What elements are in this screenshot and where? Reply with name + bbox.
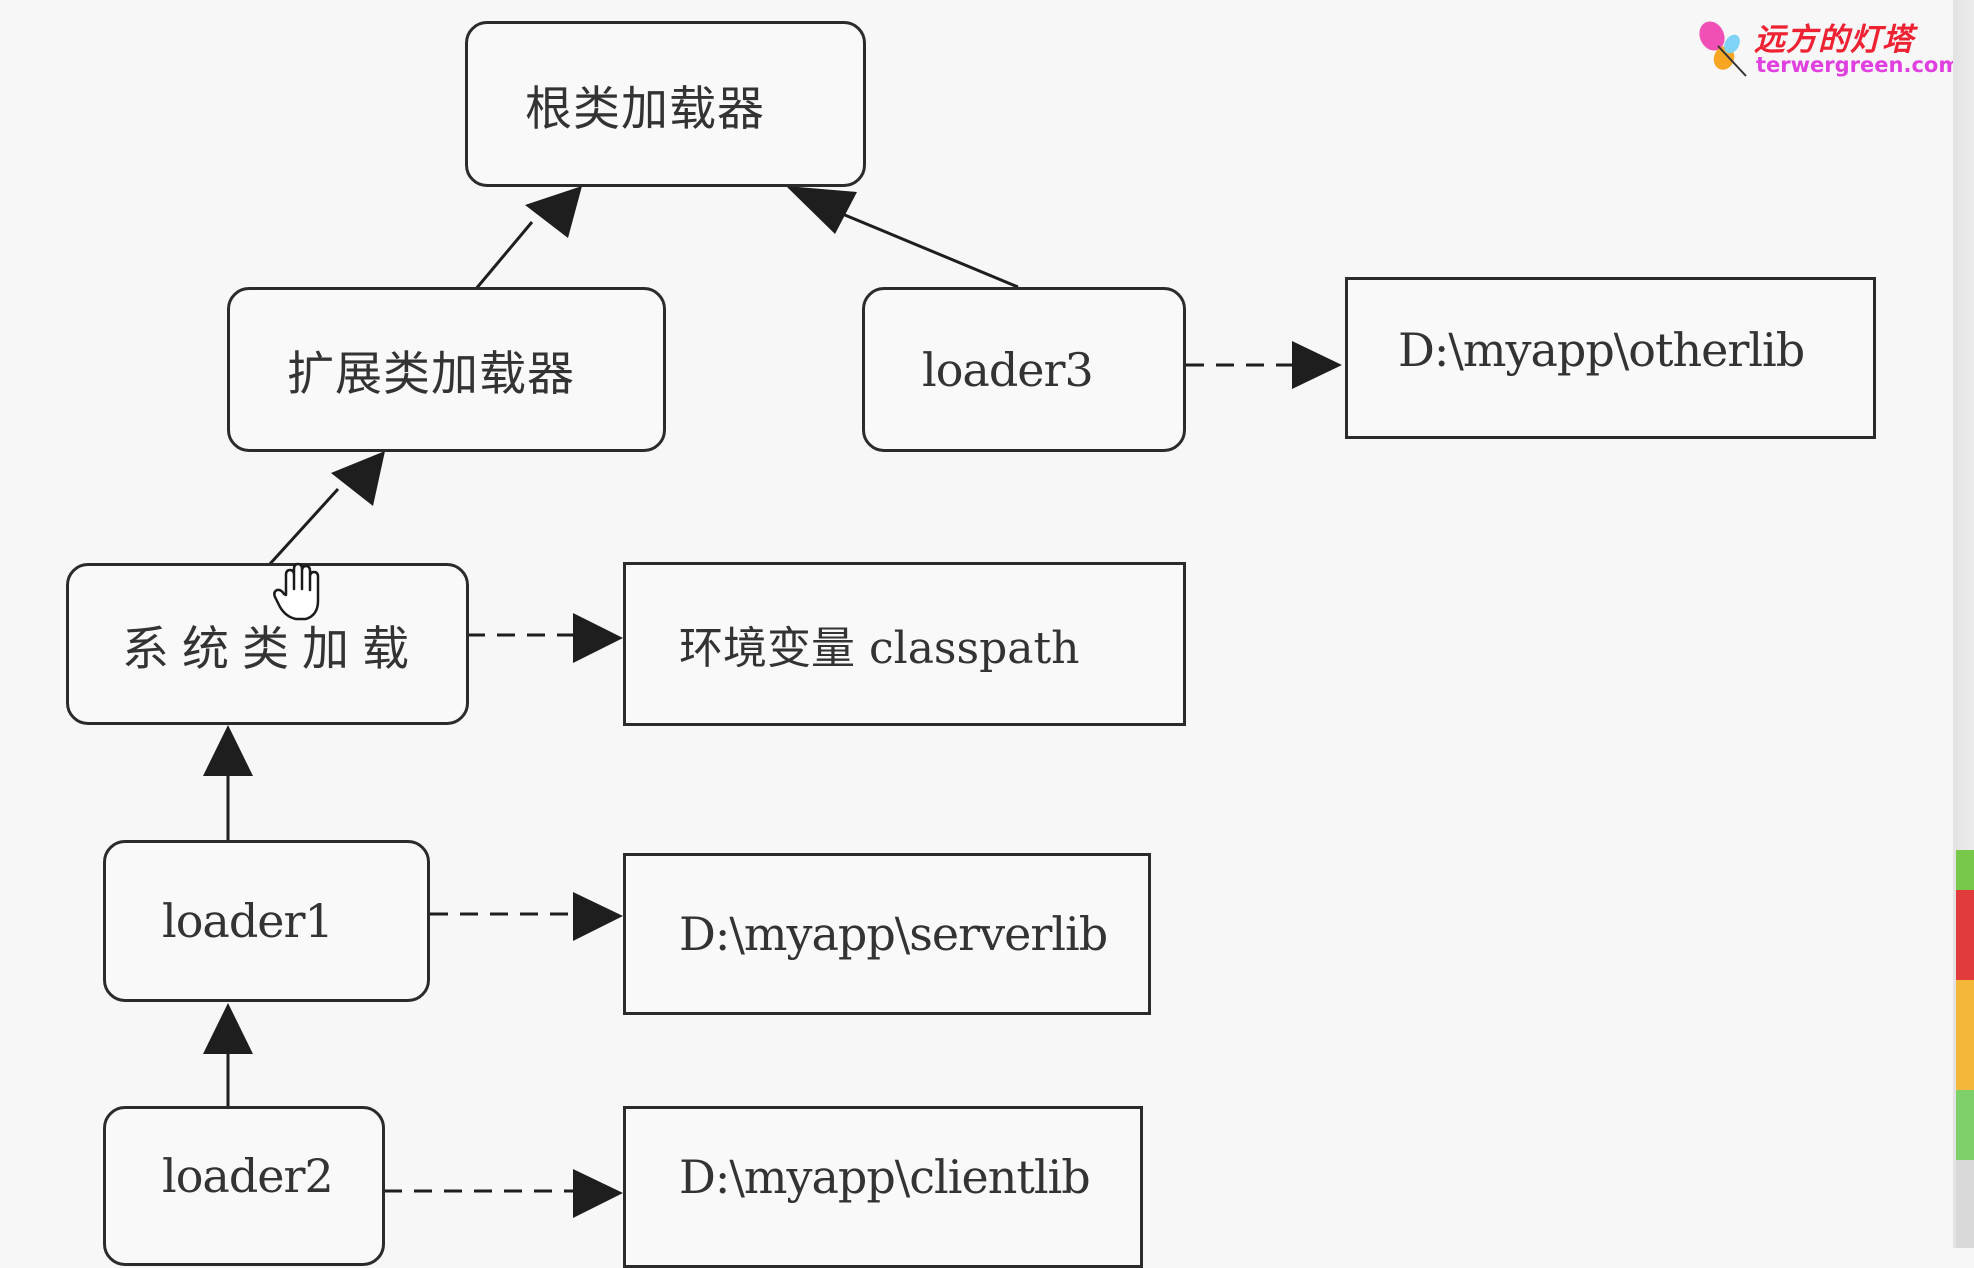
right-edge-green-segment-lower [1956, 1090, 1974, 1160]
edge-loader3-to-root [786, 186, 1019, 289]
system-loader-label: 系统类加载 [122, 621, 422, 677]
loader2-label: loader2 [162, 1149, 334, 1203]
right-edge-gray-segment [1956, 1160, 1974, 1248]
edge-system-to-ext [267, 451, 385, 567]
otherlib-label: D:\myapp\otherlib [1398, 323, 1805, 377]
ext-loader-label: 扩展类加载器 [287, 347, 575, 402]
loader3-label: loader3 [922, 342, 1094, 397]
serverlib-label: D:\myapp\serverlib [679, 907, 1108, 961]
root-loader-node: 根类加载器 [465, 21, 866, 187]
root-loader-label: 根类加载器 [525, 81, 765, 137]
classpath-label: 环境变量 classpath [679, 623, 1080, 674]
watermark-url: terwergreen.com [1756, 53, 1961, 77]
watermark-title: 远方的灯塔 [1754, 22, 1914, 58]
otherlib-node: D:\myapp\otherlib [1345, 277, 1876, 439]
system-loader-node: 系统类加载 [66, 563, 469, 725]
right-edge-red-segment [1956, 890, 1974, 980]
watermark-logo: 远方的灯塔 terwergreen.com [1696, 16, 1960, 82]
edge-loader3-to-otherlib [1186, 341, 1342, 389]
loader3-node: loader3 [862, 287, 1186, 452]
hand-cursor-icon [273, 562, 320, 621]
ext-loader-node: 扩展类加载器 [227, 287, 666, 452]
clientlib-node: D:\myapp\clientlib [623, 1106, 1143, 1268]
edge-loader1-to-system [203, 725, 253, 853]
edge-loader2-to-clientlib [384, 1169, 623, 1218]
butterfly-icon [1699, 21, 1747, 77]
edge-loader2-to-loader1 [203, 1003, 253, 1108]
edge-system-to-classpath [467, 613, 623, 663]
right-edge-orange-segment [1956, 980, 1974, 1090]
serverlib-node: D:\myapp\serverlib [623, 853, 1151, 1015]
loader1-label: loader1 [162, 894, 334, 948]
right-edge-green-segment [1956, 850, 1974, 890]
loader2-node: loader2 [103, 1106, 385, 1266]
clientlib-label: D:\myapp\clientlib [679, 1150, 1091, 1204]
edge-ext-to-root [463, 186, 582, 303]
classpath-node: 环境变量 classpath [623, 562, 1186, 726]
edge-loader1-to-serverlib [430, 892, 623, 941]
loader1-node: loader1 [103, 840, 430, 1002]
